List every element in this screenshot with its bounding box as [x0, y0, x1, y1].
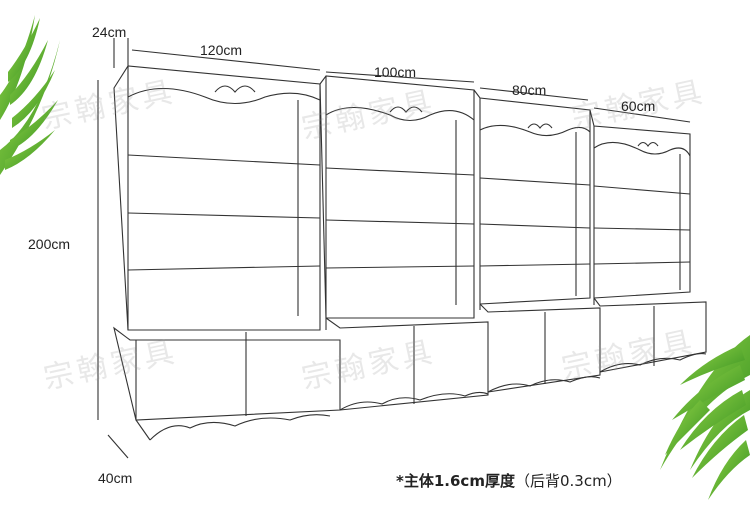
dimension-label-width-2: 100cm: [374, 64, 417, 80]
note-sub: （后背0.3cm）: [514, 472, 622, 490]
note-main: 主体1.6cm厚度: [403, 472, 515, 490]
note-star: *: [396, 472, 404, 490]
dimension-label-depth-base: 40cm: [98, 470, 133, 486]
material-note: *主体1.6cm厚度（后背0.3cm）: [396, 470, 622, 491]
cabinet-outline: [97, 38, 707, 459]
dimension-label-width-4: 60cm: [621, 98, 656, 114]
dimension-label-depth-top: 24cm: [92, 24, 127, 40]
dimension-label-height: 200cm: [28, 236, 71, 252]
palm-leaf-icon: [0, 15, 60, 175]
dimension-label-width-3: 80cm: [512, 82, 547, 98]
palm-leaf-icon: [660, 335, 750, 500]
dimension-label-width-1: 120cm: [200, 42, 243, 58]
